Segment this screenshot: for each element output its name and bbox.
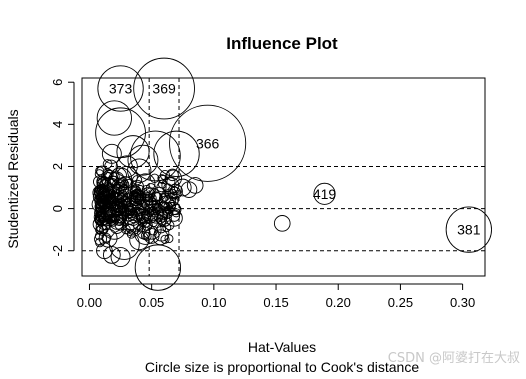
cluster-point — [141, 210, 151, 220]
data-point — [98, 178, 118, 197]
chart-subtitle: Circle size is proportional to Cook's di… — [145, 359, 419, 375]
labeled-point — [97, 65, 144, 112]
cluster-point — [137, 192, 147, 202]
data-point — [156, 211, 172, 227]
cluster-point — [127, 194, 137, 205]
cluster-point — [150, 204, 160, 214]
cluster-point — [162, 223, 172, 232]
x-tick-label: 0.20 — [326, 295, 351, 310]
cluster-point — [134, 207, 146, 219]
x-tick-label: 0.25 — [388, 295, 413, 310]
cluster-point — [158, 174, 168, 185]
cluster-point — [153, 202, 164, 213]
point-label: 369 — [152, 81, 176, 97]
cluster-point — [101, 177, 116, 191]
y-tick-label: -2 — [50, 245, 65, 257]
watermark: CSDN @阿婆打在大叔 — [388, 351, 520, 366]
cluster-point — [164, 234, 174, 244]
data-point — [153, 130, 200, 177]
cluster-point — [102, 172, 113, 182]
cluster-point — [170, 203, 182, 216]
data-point — [102, 215, 127, 240]
data-point — [130, 130, 181, 182]
data-point — [115, 155, 138, 178]
point-label: 419 — [313, 186, 337, 202]
data-point — [129, 230, 150, 251]
x-tick-label: 0.15 — [263, 295, 288, 310]
y-tick-label: 2 — [50, 163, 65, 170]
cluster-point — [168, 210, 181, 222]
data-point — [173, 178, 192, 197]
cluster-point — [111, 181, 125, 195]
data-point — [135, 173, 156, 194]
x-tick-label: 0.00 — [77, 295, 102, 310]
x-tick-label: 0.10 — [201, 295, 226, 310]
cluster-point — [110, 172, 120, 182]
data-point — [180, 181, 198, 198]
cluster-point — [141, 187, 156, 201]
cluster-point — [156, 223, 167, 234]
point-label: 381 — [457, 222, 481, 238]
data-point — [273, 215, 291, 232]
point-label: 366 — [196, 135, 220, 151]
cluster-point — [150, 208, 160, 218]
cluster-point — [104, 211, 116, 223]
data-point — [134, 222, 157, 245]
data-point — [116, 135, 150, 169]
cluster-point — [96, 224, 108, 236]
cluster-point — [107, 194, 117, 204]
data-point — [127, 144, 159, 176]
y-tick-label: 4 — [50, 121, 65, 128]
y-tick-label: 6 — [50, 79, 65, 86]
cluster-point — [115, 179, 125, 189]
data-point — [134, 244, 182, 291]
chart-title: Influence Plot — [226, 34, 338, 53]
data-point — [115, 165, 138, 189]
data-point — [186, 177, 204, 194]
data-point — [161, 176, 180, 195]
y-tick-label: 0 — [50, 205, 65, 212]
data-point — [141, 219, 162, 240]
labeled-point — [169, 104, 247, 182]
labeled-point — [133, 57, 195, 120]
cluster-point — [94, 169, 105, 179]
data-point — [101, 143, 122, 164]
labeled-point — [313, 182, 336, 205]
y-axis-label: Studentized Residuals — [5, 109, 21, 248]
data-points — [91, 57, 492, 291]
cluster-point — [94, 215, 104, 225]
data-point — [96, 100, 132, 136]
y-axis: -2 0 2 4 6 — [50, 79, 75, 257]
point-labels: 373 369 366 419 381 — [109, 81, 481, 238]
plot-frame — [81, 77, 486, 277]
labeled-point — [445, 206, 492, 253]
cluster-point — [96, 183, 107, 194]
x-tick-label: 0.05 — [139, 295, 164, 310]
cluster-point — [97, 186, 107, 196]
data-point — [110, 247, 131, 267]
cluster-point — [164, 220, 175, 231]
cluster-point — [109, 212, 120, 223]
cluster-point — [141, 185, 152, 196]
data-point — [96, 242, 113, 260]
cluster-point — [102, 159, 113, 169]
x-axis-label: Hat-Values — [248, 339, 316, 355]
x-tick-label: 0.30 — [450, 295, 475, 310]
data-point — [98, 228, 118, 248]
x-axis: 0.00 0.05 0.10 0.15 0.20 0.25 0.30 — [77, 283, 475, 310]
cluster-point — [166, 168, 179, 182]
point-label: 373 — [109, 81, 133, 97]
cluster-point — [94, 192, 112, 210]
cluster-point — [96, 175, 110, 189]
cluster-point — [141, 193, 151, 203]
cluster-point — [158, 201, 168, 211]
cluster-point — [120, 205, 137, 222]
cluster-point — [148, 205, 158, 216]
cluster-point — [140, 231, 150, 241]
cluster-point — [113, 202, 124, 213]
